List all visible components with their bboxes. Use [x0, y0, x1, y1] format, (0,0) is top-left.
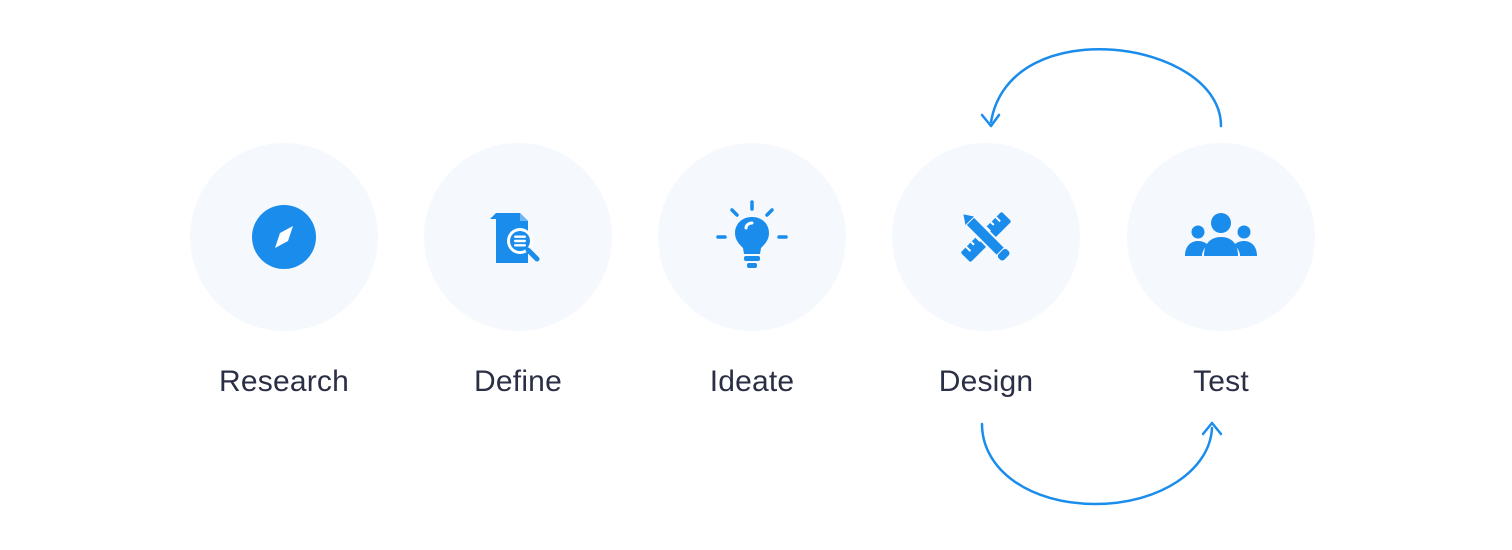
step-circle [190, 143, 378, 331]
step-circle [658, 143, 846, 331]
pencil-ruler-icon [946, 197, 1026, 277]
lightbulb-icon [712, 197, 792, 277]
step-circle [892, 143, 1080, 331]
step-test: Test [1127, 143, 1315, 401]
step-research: Research [190, 143, 378, 401]
step-circle [1127, 143, 1315, 331]
step-ideate: Ideate [658, 143, 846, 401]
step-design: Design [892, 143, 1080, 401]
step-label: Design [938, 365, 1034, 398]
step-define: Define [424, 143, 612, 401]
step-label: Ideate [709, 365, 795, 398]
arrow-design-to-test [980, 421, 1223, 506]
document-search-icon [478, 197, 558, 277]
step-label: Test [1193, 365, 1249, 398]
users-group-icon [1181, 197, 1261, 277]
arrow-test-to-design [980, 48, 1223, 128]
step-label: Research [219, 365, 349, 398]
step-label: Define [474, 365, 562, 398]
compass-icon [244, 197, 324, 277]
step-circle [424, 143, 612, 331]
